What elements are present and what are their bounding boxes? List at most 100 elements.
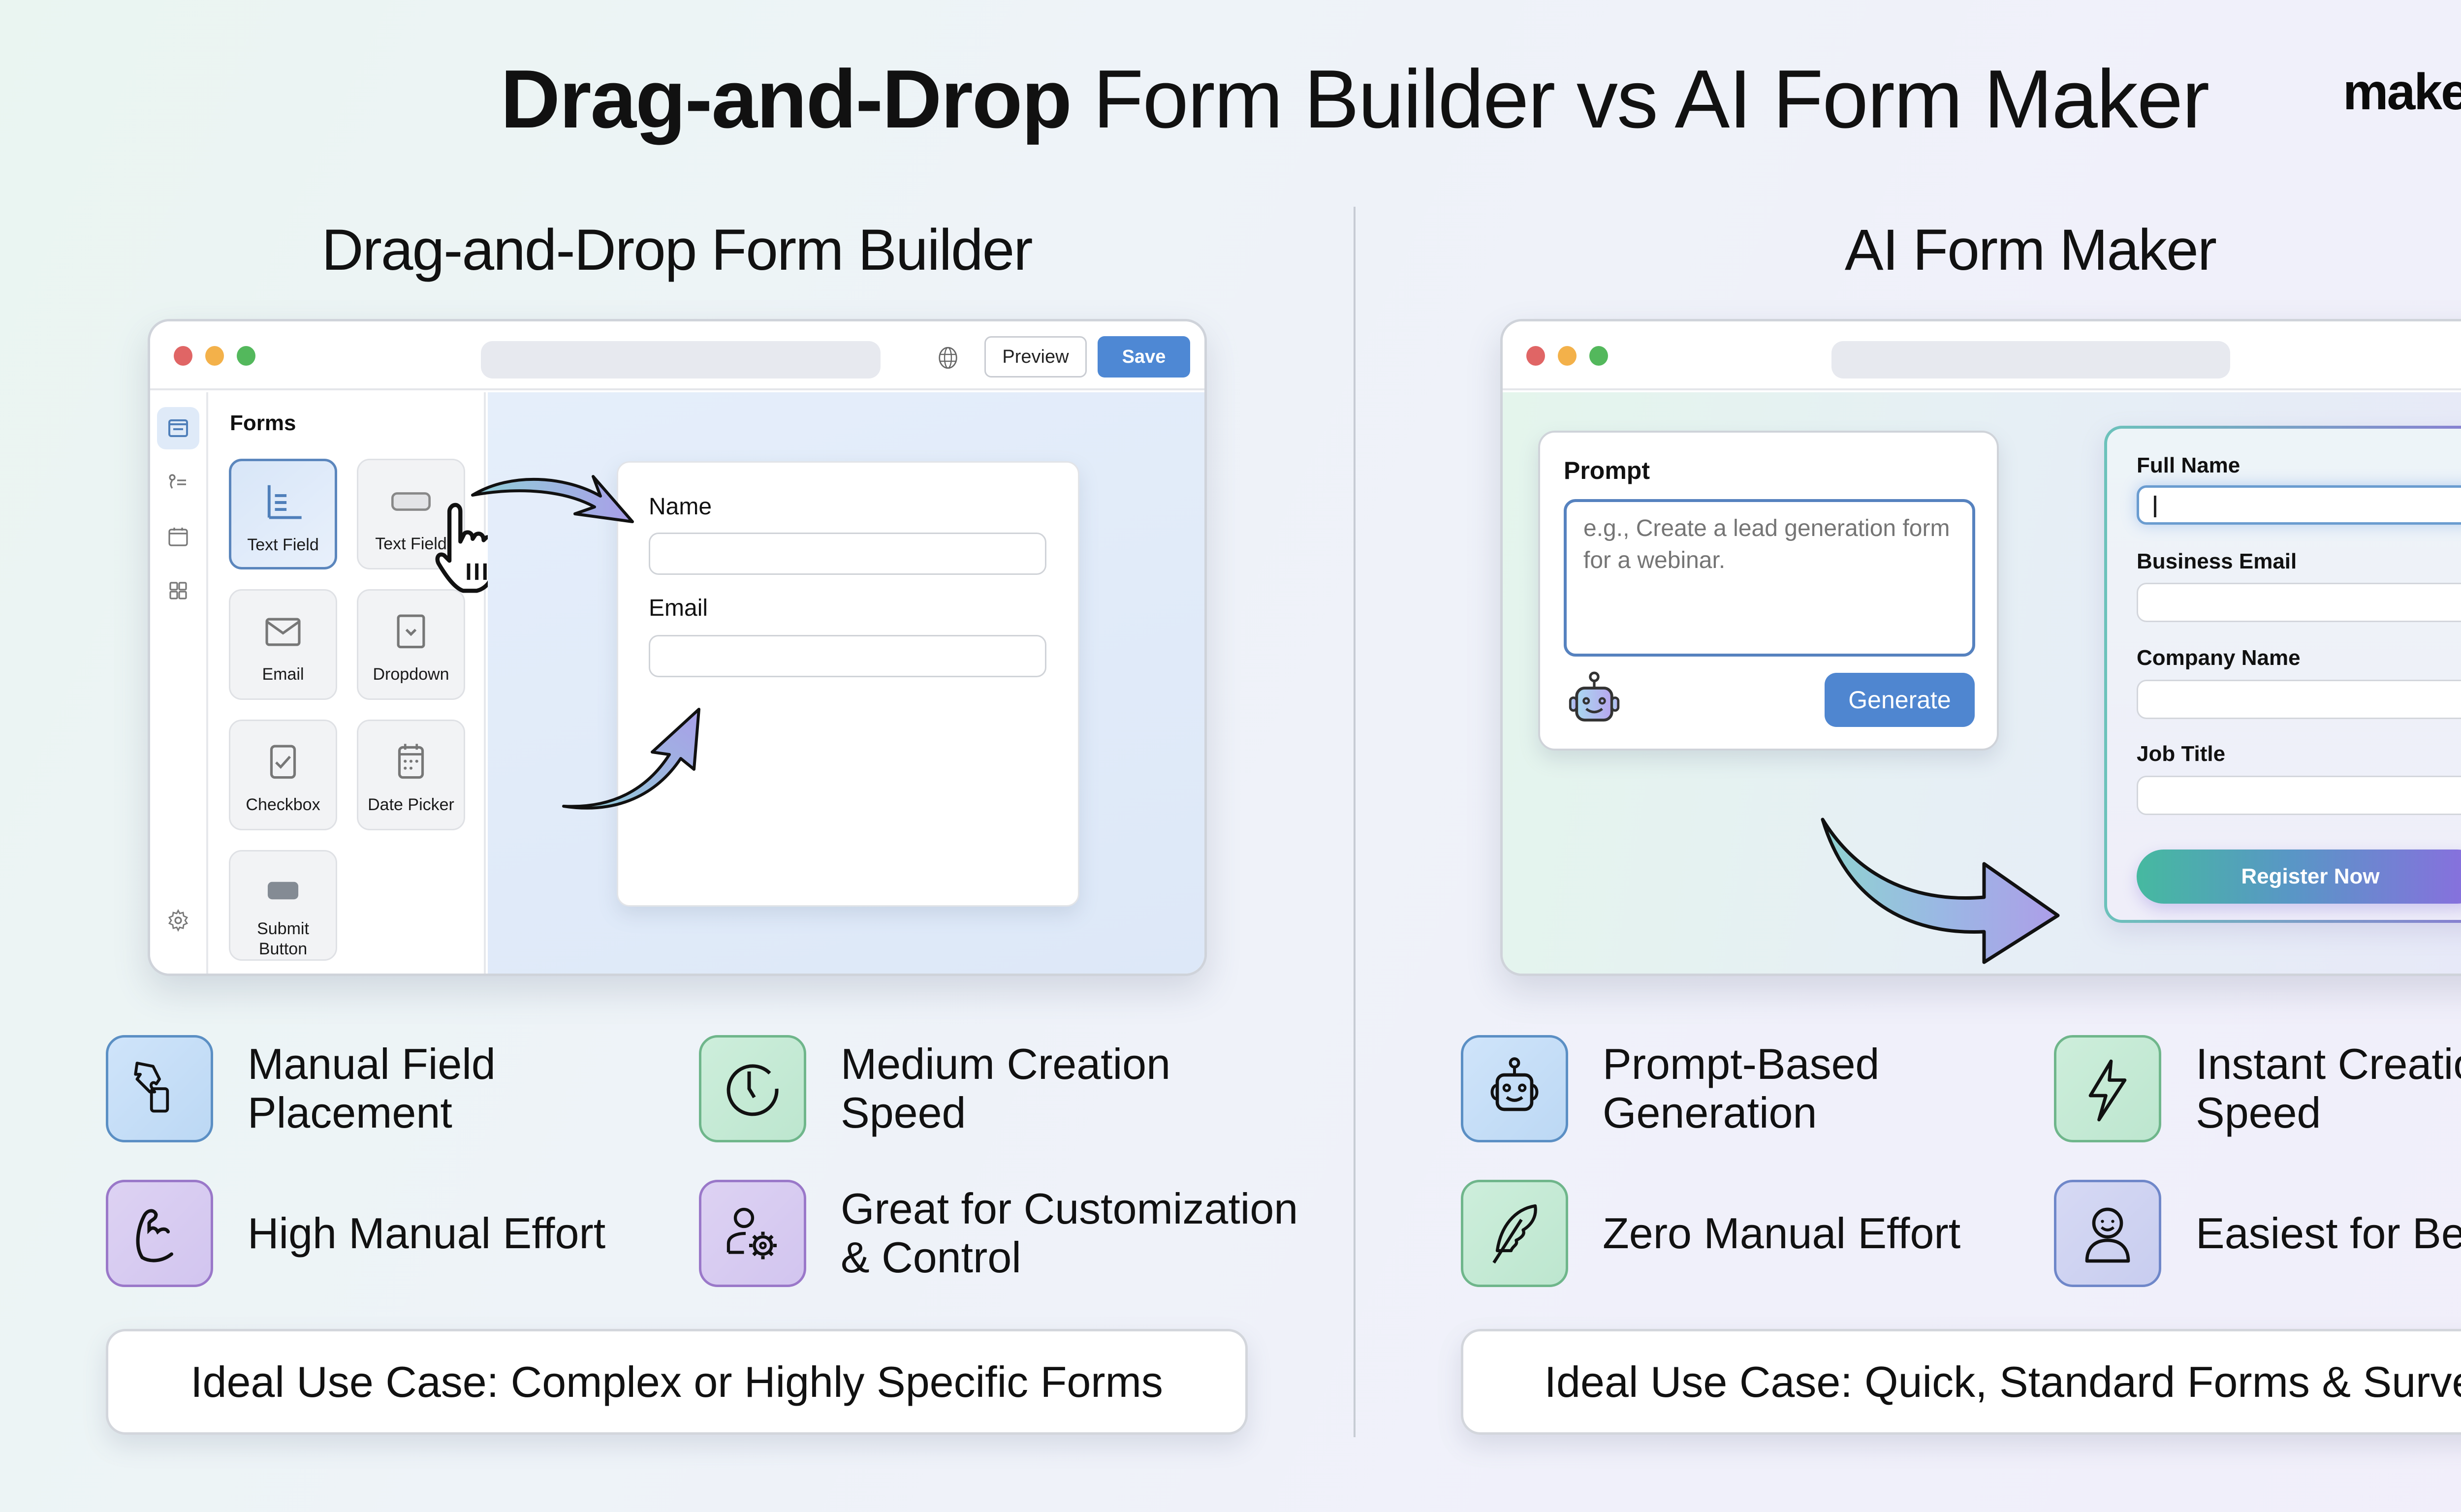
feature-icon-box: [699, 1035, 806, 1142]
window-titlebar: Preview Save: [150, 321, 1204, 390]
grid-icon: [169, 582, 187, 599]
feature-text: High Manual Effort: [248, 1208, 606, 1258]
palette-tile-dropdown[interactable]: Dropdown: [357, 589, 465, 700]
button-icon: [267, 882, 299, 900]
text-caret: [2154, 496, 2156, 517]
minimize-window-button[interactable]: [205, 346, 224, 366]
field-label-full-name: Full Name: [2137, 453, 2240, 477]
palette-tile-text-field[interactable]: Text Field: [229, 459, 337, 569]
feature-text: Zero Manual Effort: [1603, 1208, 1961, 1258]
tile-label: Date Picker: [368, 795, 454, 814]
rail-item-logic[interactable]: [157, 461, 199, 504]
job-title-input[interactable]: [2137, 776, 2461, 815]
hand-placing-icon: [134, 1062, 169, 1113]
generated-form: Full Name Business Email Company Name Jo…: [2104, 426, 2461, 923]
minimize-window-button[interactable]: [1558, 346, 1577, 366]
feature-text: Easiest for Beginners: [2196, 1208, 2461, 1258]
palette-tile-date-picker[interactable]: Date Picker: [357, 720, 465, 830]
field-label-job-title: Job Title: [2137, 742, 2226, 766]
dropdown-icon: [397, 614, 425, 649]
tile-label: Dropdown: [373, 665, 449, 684]
feature-medium-creation-speed: Medium Creation Speed: [699, 1035, 1170, 1142]
business-email-input[interactable]: [2137, 583, 2461, 622]
palette-title: Forms: [230, 411, 296, 435]
rail-item-calendar[interactable]: [157, 515, 199, 558]
feature-customization-control: Great for Customization & Control: [699, 1180, 1298, 1287]
feature-text: Manual Field Placement: [248, 1040, 496, 1137]
prompt-input[interactable]: [1564, 499, 1975, 657]
feature-high-manual-effort: High Manual Effort: [106, 1180, 605, 1287]
section-title-drag-drop: Drag-and-Drop Form Builder: [321, 218, 1033, 283]
calendar-icon: [398, 744, 424, 779]
checkbox-icon: [270, 745, 296, 779]
palette-tile-submit-button[interactable]: Submit Button: [229, 850, 337, 961]
list-icon: [169, 474, 186, 489]
tile-label: Text Field: [375, 535, 447, 553]
tile-label: Checkbox: [246, 795, 320, 814]
brand-logo: makeforms.io: [2343, 63, 2461, 122]
input-box-icon: [391, 492, 431, 511]
palette-tile-checkbox[interactable]: Checkbox: [229, 720, 337, 830]
feature-easiest-for-beginners: Easiest for Beginners: [2054, 1180, 2461, 1287]
field-label-email: Email: [649, 595, 708, 621]
save-button[interactable]: Save: [1098, 336, 1190, 378]
field-palette: Forms Text Field Text Field Email Dropdo…: [210, 392, 497, 974]
generate-button[interactable]: Generate: [1825, 673, 1975, 727]
feature-icon-box: [1461, 1180, 1568, 1287]
window-titlebar: [1503, 321, 2461, 390]
title-bold: Drag-and-Drop: [500, 53, 1072, 145]
rail-item-forms[interactable]: [157, 407, 199, 449]
tile-label: Submit Button: [257, 919, 309, 959]
rail-item-grid[interactable]: [157, 569, 199, 612]
feature-icon-box: [106, 1035, 213, 1142]
maximize-window-button[interactable]: [237, 346, 255, 366]
name-input[interactable]: [649, 533, 1046, 575]
close-window-button[interactable]: [1526, 346, 1545, 366]
ai-form-maker-window: Prompt Generate Full Name Business Em: [1500, 319, 2461, 976]
feature-icon-box: [1461, 1035, 1568, 1142]
maximize-window-button[interactable]: [1589, 346, 1608, 366]
lightning-icon: [2088, 1059, 2127, 1122]
full-name-input[interactable]: [2137, 485, 2461, 525]
feather-icon: [1492, 1204, 1537, 1264]
tile-label: Text Field: [247, 536, 319, 554]
field-label-company-name: Company Name: [2137, 646, 2301, 670]
preview-button[interactable]: Preview: [984, 336, 1087, 378]
feature-zero-manual-effort: Zero Manual Effort: [1461, 1180, 1960, 1287]
close-window-button[interactable]: [174, 346, 192, 366]
smiling-person-icon: [2085, 1207, 2130, 1263]
feature-icon-box: [2054, 1035, 2161, 1142]
form-canvas: Name Email: [488, 392, 1204, 974]
company-name-input[interactable]: [2137, 680, 2461, 719]
form-icon: [168, 419, 188, 437]
flexed-arm-icon: [136, 1209, 173, 1262]
robot-icon: [1490, 1057, 1539, 1111]
address-bar[interactable]: [481, 341, 881, 378]
use-case-drag-drop: Ideal Use Case: Complex or Highly Specif…: [106, 1329, 1248, 1435]
palette-tile-email[interactable]: Email: [229, 589, 337, 700]
drag-drop-builder-window: Preview Save Forms Text Field Text Field: [148, 319, 1207, 976]
user-gear-icon: [726, 1207, 777, 1260]
globe-icon[interactable]: [938, 345, 958, 371]
feature-text: Prompt-Based Generation: [1603, 1040, 1880, 1137]
clock-icon: [726, 1064, 779, 1116]
prompt-card: Prompt Generate: [1538, 431, 1999, 751]
feature-manual-field-placement: Manual Field Placement: [106, 1035, 496, 1142]
envelope-icon: [265, 618, 301, 646]
register-now-button[interactable]: Register Now: [2137, 850, 2461, 904]
palette-tile-text-field-2[interactable]: Text Field: [357, 459, 465, 569]
feature-prompt-based-generation: Prompt-Based Generation: [1461, 1035, 1879, 1142]
feature-icon-box: [106, 1180, 213, 1287]
drag-arrow-top-icon: [471, 475, 634, 523]
feature-instant-creation-speed: Instant Creation Speed: [2054, 1035, 2461, 1142]
ai-workspace: Prompt Generate Full Name Business Em: [1503, 392, 2461, 974]
field-label-name: Name: [649, 494, 712, 520]
title-rest: Form Builder vs AI Form Maker: [1071, 53, 2209, 145]
form-preview-card: Name Email: [617, 461, 1079, 907]
rail-item-settings[interactable]: [157, 899, 199, 942]
gear-icon: [168, 909, 189, 932]
email-input[interactable]: [649, 635, 1046, 677]
address-bar[interactable]: [1831, 341, 2230, 378]
feature-text: Medium Creation Speed: [841, 1040, 1171, 1137]
feature-text: Great for Customization & Control: [841, 1184, 1298, 1282]
